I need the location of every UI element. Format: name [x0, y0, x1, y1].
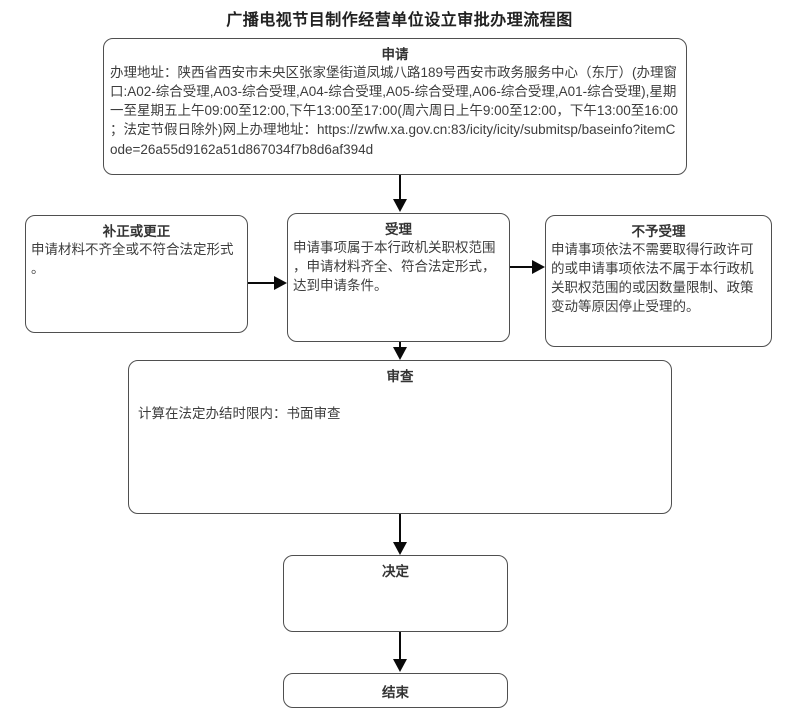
arrow-decision-to-end-head-icon [393, 659, 407, 672]
flow-node-decision: 决定 [283, 555, 508, 632]
flow-node-accept: 受理 申请事项属于本行政机关职权范围，申请材料齐全、符合法定形式，达到申请条件。 [287, 213, 510, 342]
flow-node-end: 结束 [283, 673, 508, 708]
node-accept-body: 申请事项属于本行政机关职权范围，申请材料齐全、符合法定形式，达到申请条件。 [293, 240, 496, 294]
arrow-accept-to-review-head-icon [393, 347, 407, 360]
arrow-review-to-decision-line [399, 514, 401, 544]
arrow-supplement-to-accept-line [248, 282, 276, 284]
node-end-title: 结束 [382, 684, 409, 700]
node-supplement-body: 申请材料不齐全或不符合法定形式。 [31, 242, 234, 277]
flow-node-reject: 不予受理 申请事项依法不需要取得行政许可的或申请事项依法不属于本行政机关职权范围… [545, 215, 772, 347]
arrow-supplement-to-accept-head-icon [274, 276, 287, 290]
arrow-apply-to-accept-head-icon [393, 199, 407, 212]
node-apply-body: 办理地址：陕西省西安市未央区张家堡街道凤城八路189号西安市政务服务中心（东厅）… [110, 65, 679, 157]
flow-node-apply: 申请 办理地址：陕西省西安市未央区张家堡街道凤城八路189号西安市政务服务中心（… [103, 38, 687, 175]
node-reject-title: 不予受理 [631, 224, 686, 239]
node-accept-title: 受理 [385, 222, 412, 237]
node-review-title: 审查 [386, 369, 414, 384]
arrow-accept-to-reject-line [510, 266, 533, 268]
arrow-apply-to-accept-line [399, 175, 401, 201]
node-supplement-title: 补正或更正 [102, 224, 171, 239]
arrow-review-to-decision-head-icon [393, 542, 407, 555]
flow-node-supplement: 补正或更正 申请材料不齐全或不符合法定形式。 [25, 215, 248, 333]
arrow-accept-to-review-line [399, 342, 401, 349]
node-apply-title: 申请 [381, 47, 409, 62]
arrow-decision-to-end-line [399, 632, 401, 660]
arrow-accept-to-reject-head-icon [532, 260, 545, 274]
node-review-body: 计算在法定办结时限内：书面审查 [138, 406, 341, 421]
flow-node-review: 审查 计算在法定办结时限内：书面审查 [128, 360, 672, 514]
node-decision-title: 决定 [382, 564, 409, 579]
node-reject-body: 申请事项依法不需要取得行政许可的或申请事项依法不属于本行政机关职权范围的或因数量… [551, 242, 754, 315]
page-title: 广播电视节目制作经营单位设立审批办理流程图 [226, 12, 573, 29]
